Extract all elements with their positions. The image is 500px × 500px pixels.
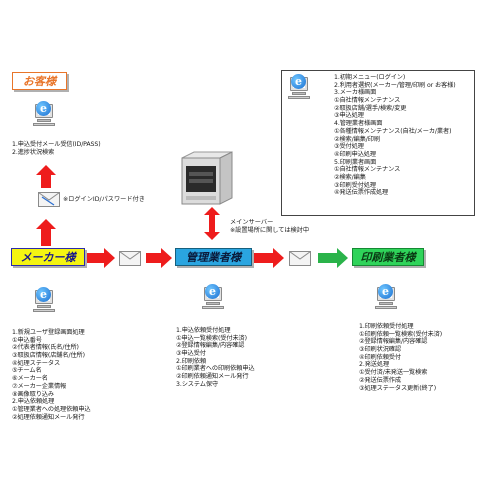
server-note: メインサーバー ※設置場所に関しては検討中: [230, 219, 310, 234]
mail-envelope-icon-2: [289, 251, 311, 266]
management-ie-browser-icon: e: [205, 284, 220, 299]
printer-notes: 1.印刷依頼受付処理 ①印刷依頼一覧検索(受付未済) ②登録情報編集/内容確認 …: [359, 323, 443, 392]
mail-envelope-icon-1: [119, 251, 141, 266]
customer-ie-browser-icon: e: [36, 101, 51, 116]
menu-overview-box: e 1.初期メニュー(ログイン) 2.利用者選択(メーカー/管理/印刷 or お…: [281, 70, 475, 216]
arrow-server-management: [204, 207, 220, 240]
arrow-maker-to-mail: [87, 248, 115, 268]
arrow-login-to-customer: [36, 165, 56, 188]
arrow-mail-to-management: [146, 248, 172, 268]
management-notes: 1.申込依頼受付処理 ①申込一覧検索(受付未済) ②登録情報編集/内容確認 ③申…: [176, 327, 255, 388]
arrow-mail-to-printer: [318, 248, 348, 268]
main-server-icon: [176, 150, 238, 207]
arrow-maker-to-login: [36, 219, 56, 246]
arrow-management-to-mail: [254, 248, 284, 268]
maker-ie-browser-icon: e: [36, 287, 51, 302]
printer-label: 印刷業者様: [352, 248, 424, 266]
management-label: 管理業者様: [175, 248, 252, 266]
customer-notes: 1.申込受付メール受信(ID/PASS) 2.進捗状況検索: [12, 141, 101, 156]
login-mail-envelope-icon: [38, 192, 60, 207]
menu-ie-browser-icon: e: [291, 74, 306, 89]
maker-label: メーカー様: [11, 248, 85, 266]
customer-label: お客様: [12, 72, 67, 90]
maker-notes: 1.新規ユーザ登録画面処理 ①申込番号 ②代表者情報(氏名/住所) ③取扱店情報…: [12, 329, 91, 421]
printer-ie-browser-icon: e: [378, 284, 393, 299]
menu-items: 1.初期メニュー(ログイン) 2.利用者選択(メーカー/管理/印刷 or お客様…: [334, 74, 456, 197]
login-note: ※ログインID/パスワード付き: [63, 196, 145, 203]
